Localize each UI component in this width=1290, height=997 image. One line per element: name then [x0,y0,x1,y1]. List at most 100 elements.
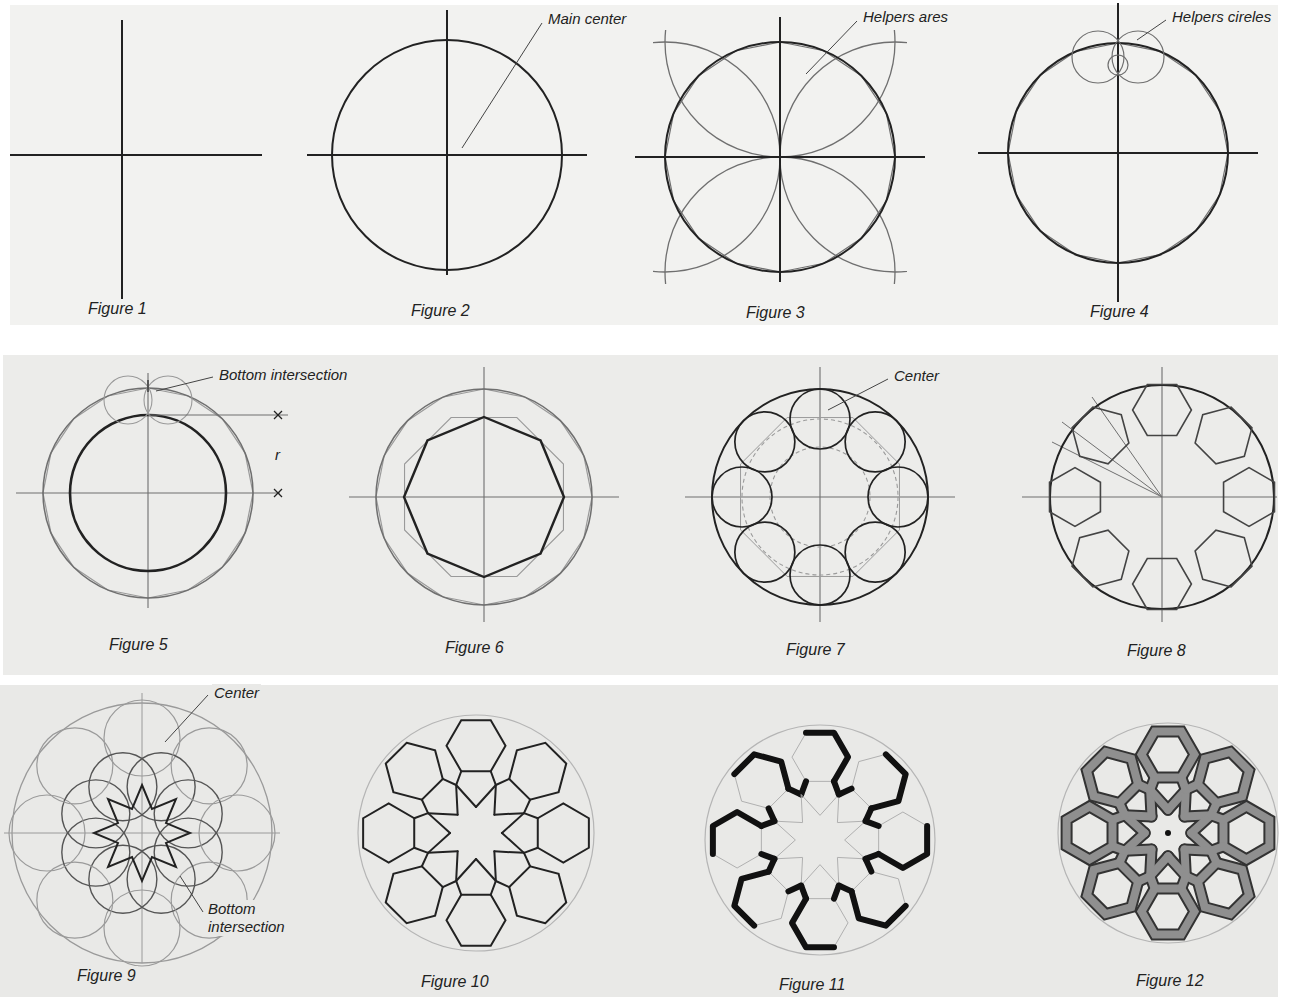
line [792,899,834,947]
line [806,733,848,781]
line [1138,876,1150,882]
callout-label: Main center [546,10,628,28]
line [788,886,801,892]
circle [376,389,592,605]
callout-label: Helpers ares [861,8,950,26]
polygon [879,812,927,868]
line [456,785,476,807]
line [443,779,456,785]
polygon [734,754,788,808]
figure-caption: Figure 3 [744,303,807,322]
circle [127,753,195,821]
helper-arcs [653,30,907,284]
circle [1050,385,1274,609]
line [483,367,484,622]
polygon [1223,807,1269,860]
circle [1108,55,1128,75]
line [734,872,768,926]
line [761,854,774,859]
line [845,821,866,840]
polygon [852,872,906,926]
figure-caption: Figure 10 [419,972,491,991]
circle [665,42,895,272]
polygon [509,743,566,800]
circle [742,419,898,575]
line [524,800,530,813]
polygon [1087,752,1138,803]
callout-label: Bottom intersection [217,366,349,384]
line [165,695,208,742]
line [456,851,458,881]
polygon [792,733,848,781]
figure-caption: Figure 11 [777,975,847,994]
circle [790,389,850,449]
circle [89,845,157,913]
polygon [404,417,564,577]
figure-10 [358,715,594,951]
line [820,794,839,815]
figure-2 [307,10,587,275]
line [494,851,524,853]
circle [705,725,935,955]
line [1150,790,1168,810]
circle [37,728,113,804]
polygon [1142,888,1195,934]
line [476,859,496,881]
line [1211,851,1217,863]
figure-caption: Figure 1 [86,299,149,318]
callout-label: Center [212,684,261,702]
line [456,881,461,895]
figure-1 [10,20,262,310]
line [845,840,866,859]
line [494,785,496,815]
line [1181,876,1186,888]
figure-caption: Figure 9 [75,966,138,985]
line [147,380,148,392]
polygon [447,895,506,946]
line [274,489,282,497]
circle [845,522,905,582]
figure-3 [550,0,1010,387]
circle [712,389,928,605]
line [1113,846,1125,851]
line [428,833,450,853]
circle [70,415,226,571]
polygon [447,720,506,771]
line [713,812,761,854]
line [491,881,496,895]
circle [1008,43,1228,263]
polygon [1142,732,1195,778]
figure-11 [705,725,935,955]
line [734,754,788,788]
circle [89,753,157,821]
line [491,771,496,785]
line [801,865,820,886]
line [801,794,820,815]
line [774,821,795,840]
line [1137,20,1166,40]
line [456,859,476,881]
figure-4 [978,3,1258,308]
line [1119,803,1125,815]
polygon [1133,385,1192,436]
circle [104,890,180,966]
line [1052,442,1162,497]
circle [845,412,905,472]
callout-label: Bottom intersection [206,900,314,936]
figure-6 [349,367,619,622]
line [502,813,524,833]
polygon [386,743,443,800]
polygon [538,804,589,863]
line [422,800,428,813]
line [524,853,530,866]
polygon [1087,863,1138,914]
center-dot [1165,830,1171,836]
polygon [1087,752,1138,803]
polygon [1072,530,1129,587]
circle [735,412,795,472]
polygon [363,804,414,863]
line [871,754,905,808]
line [866,859,872,872]
line [839,789,852,795]
